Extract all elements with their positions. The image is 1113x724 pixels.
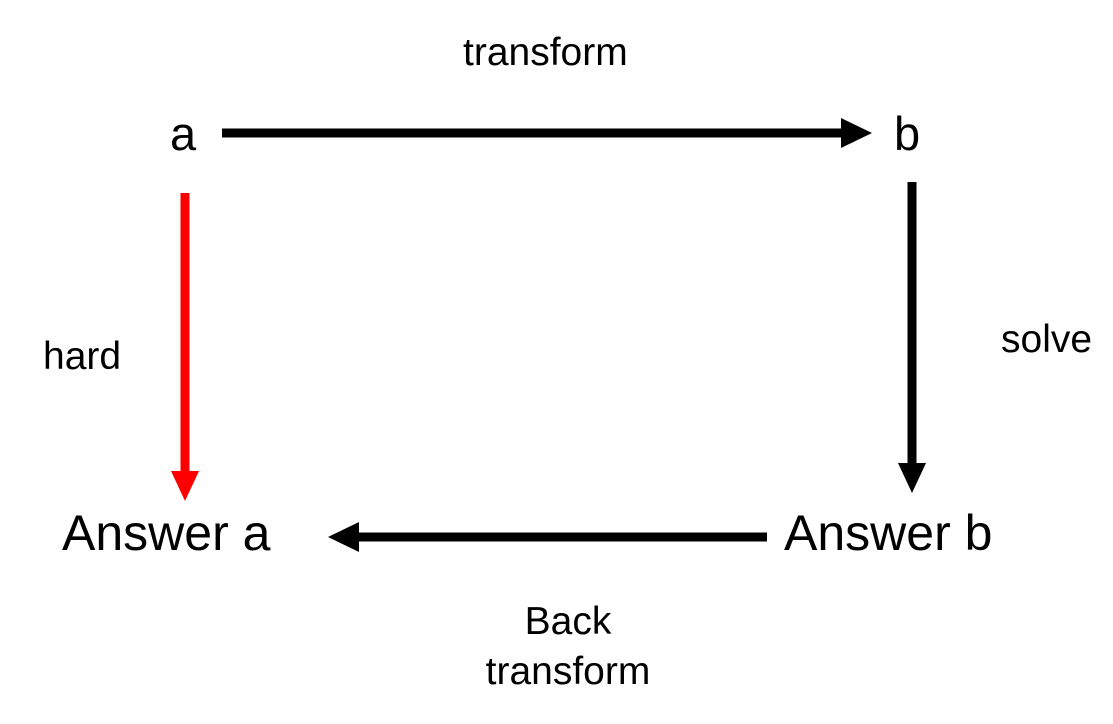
arrow-hard-head [171,471,199,501]
arrow-hard [171,193,199,501]
arrow-transform-head [841,118,872,148]
arrow-solve-head [898,463,926,493]
node-label-answer-a: Answer a [62,505,271,561]
arrow-transform [222,118,872,148]
arrow-back-transform-head [328,522,359,552]
node-label-a: a [170,107,197,160]
edge-label-back-transform-line1: Back [524,600,612,643]
edge-label-back-transform: Back transform [468,597,668,697]
edge-label-solve: solve [1001,318,1093,361]
node-label-b: b [894,107,921,160]
edge-label-hard: hard [43,335,122,378]
edge-label-back-transform-line2: transform [485,649,651,693]
arrow-solve [898,182,926,493]
arrow-back-transform [328,522,767,552]
node-label-answer-b: Answer b [784,505,993,561]
edge-label-transform: transform [463,31,628,74]
